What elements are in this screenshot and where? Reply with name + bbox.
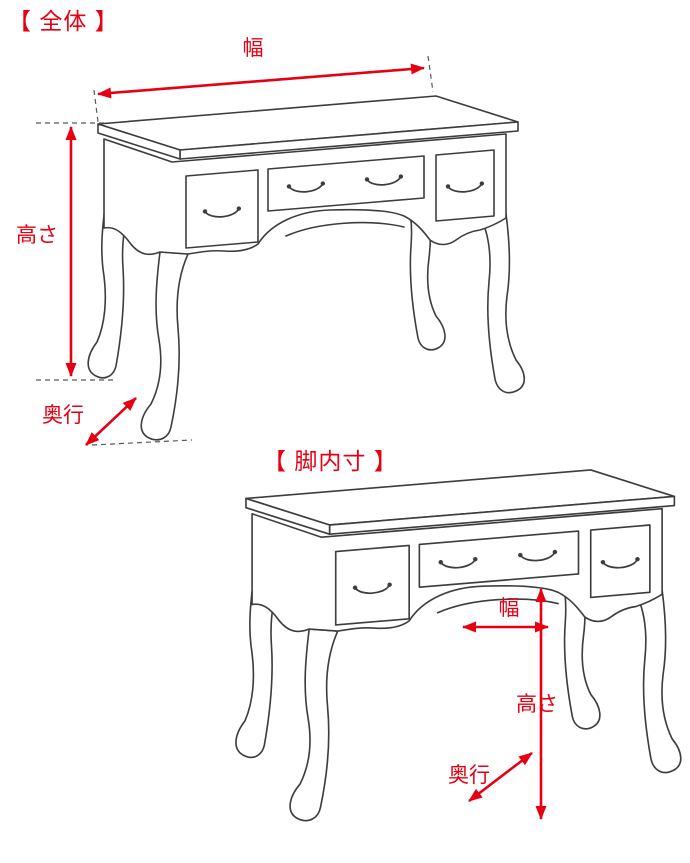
overall-width-guide-right [427,55,434,93]
leg-inner-depth-arrow [468,751,533,803]
leg-inner-dimension-annotations [462,588,549,820]
leg-inner-height-label: 高さ [516,693,558,716]
overall-section-title: 【 全体 】 [8,8,119,34]
overall-depth-label: 奥行 [42,404,84,427]
overall-width-guide-left [93,89,99,123]
overall-depth-guide [91,439,193,446]
overall-width-arrow [97,63,425,99]
leg-inner-width-label: 幅 [498,597,520,620]
overall-height-label: 高さ [16,224,58,247]
overall-dimension-annotations [36,55,434,446]
leg-inner-section-title: 【 脚内寸 】 [263,448,398,474]
desk-overall-drawing [88,96,524,440]
leg-inner-depth-label: 奥行 [448,764,490,787]
overall-depth-arrow [85,397,137,446]
overall-width-label: 幅 [242,37,264,60]
